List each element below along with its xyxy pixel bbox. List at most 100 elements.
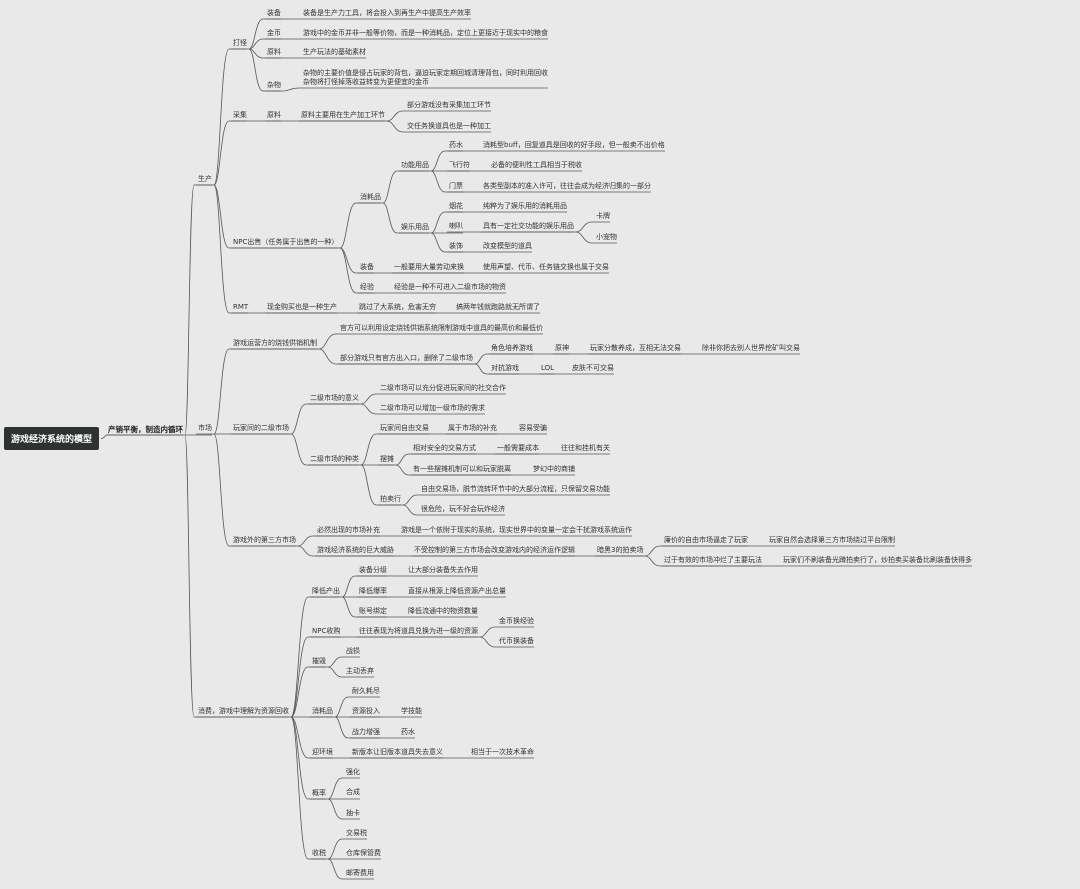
node-npc-ticket[interactable]: 门票 <box>449 182 463 190</box>
node-gather[interactable]: 采集 <box>233 111 247 119</box>
node-tax-b1[interactable]: 交易税 <box>346 829 367 837</box>
node-npc-card[interactable]: 卡牌 <box>596 212 610 220</box>
node-third-auction[interactable]: 暗黑3的拍卖场 <box>597 546 644 554</box>
node-npc-buy-desc[interactable]: 往往表现为将道具兑换为进一级的资源 <box>359 627 478 635</box>
node-official-pvp[interactable]: 对抗游戏 <box>491 364 519 372</box>
node-secondary-meaning1[interactable]: 二级市场可以充分促进玩家间的社交合作 <box>380 384 506 392</box>
node-secondary-meaning2[interactable]: 二级市场可以增加一级市场的需求 <box>380 404 485 412</box>
node-secondary-free-desc2[interactable]: 容易受骗 <box>519 424 547 432</box>
node-official-line1[interactable]: 官方可以利用设定烧钱供销系统限制游戏中道具的最高价和最低价 <box>340 324 543 332</box>
node-new-env[interactable]: 迎环境 <box>312 748 333 756</box>
node-drop-gold[interactable]: 金币 <box>267 29 281 37</box>
node-gather-material[interactable]: 原料 <box>267 111 281 119</box>
node-secondary-stall[interactable]: 摆摊 <box>380 455 394 463</box>
node-new-env-desc[interactable]: 新版本让旧版本道具失去意义 <box>352 748 443 756</box>
node-npc-firework-desc[interactable]: 纯粹为了娱乐用的消耗用品 <box>483 202 567 210</box>
node-secondary[interactable]: 玩家间的二级市场 <box>233 424 289 432</box>
node-reduce-grade[interactable]: 装备分级 <box>359 566 387 574</box>
node-reduce-bind[interactable]: 账号绑定 <box>359 607 387 615</box>
node-reduce-bind-desc[interactable]: 降低流通中的物资数量 <box>408 607 478 615</box>
node-official-lol-desc[interactable]: 皮肤不可交易 <box>572 364 614 372</box>
node-drop-material[interactable]: 原料 <box>267 48 281 56</box>
node-consumable[interactable]: 消耗品 <box>312 707 333 715</box>
node-rmt[interactable]: RMT <box>233 303 249 311</box>
node-npc-entertainment[interactable]: 娱乐用品 <box>401 223 429 231</box>
node-destroy[interactable]: 摧毁 <box>312 657 326 665</box>
node-gather-material-desc[interactable]: 原料主要用在生产加工环节 <box>301 111 385 119</box>
node-destroy-b2[interactable]: 主动丢弃 <box>346 667 374 675</box>
node-npc-exp-desc[interactable]: 经验是一种不可进入二级市场的物资 <box>394 283 506 291</box>
node-npc-buy-b2[interactable]: 代币换装备 <box>499 637 534 645</box>
node-consumption[interactable]: 消费，游戏中理解为资源回收 <box>198 707 289 715</box>
node-npc[interactable]: NPC出售（任务属于出售的一种） <box>233 238 339 246</box>
node-consumable-b1[interactable]: 耐久耗尽 <box>352 687 380 695</box>
node-drop-junk-desc[interactable]: 杂物的主要价值是侵占玩家的背包，逼迫玩家定期回城清理背包，同时利用回收 杂物将打… <box>303 69 548 86</box>
node-official-rpg[interactable]: 角色培养游戏 <box>491 344 533 352</box>
node-secondary-auction2[interactable]: 很危险，玩不好会玩炸经济 <box>421 505 505 513</box>
node-npc-buy-b1[interactable]: 金币换经验 <box>499 617 534 625</box>
node-secondary-stall1b[interactable]: 一般需要成本 <box>497 444 539 452</box>
node-secondary-stall1[interactable]: 相对安全的交易方式 <box>413 444 476 452</box>
node-consumable-b2[interactable]: 资源投入 <box>352 707 380 715</box>
node-drop-equip[interactable]: 装备 <box>267 9 281 17</box>
node-gather-note2[interactable]: 交任务换道具也是一种加工 <box>407 122 491 130</box>
node-market[interactable]: 市场 <box>198 424 212 432</box>
node-consumable-b2b[interactable]: 学技能 <box>401 707 422 715</box>
node-npc-ticket-desc[interactable]: 各类型副本的准入许可，往往会成为经济归集的一部分 <box>483 182 651 190</box>
node-prob[interactable]: 概率 <box>312 789 326 797</box>
node-official[interactable]: 游戏运营方的烧钱供销机制 <box>233 339 317 347</box>
node-npc-firework[interactable]: 烟花 <box>449 202 463 210</box>
node-third-line1[interactable]: 必然出现的市场补充 <box>317 526 380 534</box>
node-third-auction2b[interactable]: 玩家们不刷装备光蹲拍卖行了，炒拍卖买装备比刷装备快得多 <box>783 556 972 564</box>
node-npc-horn[interactable]: 喇叭 <box>449 222 463 230</box>
node-prob-b2[interactable]: 合成 <box>346 788 360 796</box>
node-reduce-grade-desc[interactable]: 让大部分装备失去作用 <box>408 566 478 574</box>
node-npc-buy[interactable]: NPC收购 <box>312 627 341 635</box>
node-third[interactable]: 游戏外的第三方市场 <box>233 536 296 544</box>
node-npc-horn-desc[interactable]: 具有一定社交功能的娱乐用品 <box>483 222 574 230</box>
node-third-auction1[interactable]: 廉价的自由市场逼走了玩家 <box>664 536 748 544</box>
node-npc-decoration[interactable]: 装饰 <box>449 242 463 250</box>
node-secondary-stall1c[interactable]: 往往和挂机有关 <box>561 444 610 452</box>
node-secondary-stall2b[interactable]: 梦幻中的商铺 <box>533 465 575 473</box>
node-npc-equip[interactable]: 装备 <box>360 263 374 271</box>
branch-root-label[interactable]: 产销平衡，制造内循环 <box>108 425 183 434</box>
node-third-line2[interactable]: 游戏经济系统的巨大威胁 <box>317 546 394 554</box>
node-rmt-desc[interactable]: 现金购买也是一种生产 <box>267 303 337 311</box>
node-gather-note1[interactable]: 部分游戏没有采集加工环节 <box>407 101 491 109</box>
node-drop-gold-desc[interactable]: 游戏中的金币并非一般等价物，而是一种消耗品，定位上更接近于现实中的粮食 <box>303 29 548 37</box>
node-npc-consumable[interactable]: 消耗品 <box>360 193 381 201</box>
node-npc-functional[interactable]: 功能用品 <box>401 161 429 169</box>
node-official-line2[interactable]: 部分游戏只有官方出入口，删除了二级市场 <box>340 354 473 362</box>
node-npc-pet[interactable]: 小宠物 <box>596 233 617 241</box>
node-secondary-auction1[interactable]: 自由交易场，脱节流转环节中的大部分流程，只保留交易功能 <box>421 485 610 493</box>
node-official-lol[interactable]: LOL <box>541 364 555 372</box>
node-secondary-free[interactable]: 玩家间自由交易 <box>380 424 429 432</box>
node-third-line1b[interactable]: 游戏是一个依附于现实的系统，现实世界中的变量一定会干扰游戏系统运作 <box>401 526 632 534</box>
node-secondary-stall2[interactable]: 有一些摆摊机制可以和玩家脱离 <box>413 465 511 473</box>
node-reduce[interactable]: 降低产出 <box>312 587 340 595</box>
node-npc-exp[interactable]: 经验 <box>360 283 374 291</box>
node-tax[interactable]: 收税 <box>312 849 326 857</box>
node-secondary-auction[interactable]: 拍卖行 <box>380 495 401 503</box>
node-third-auction2[interactable]: 过于有效的市场冲烂了主要玩法 <box>664 556 762 564</box>
node-third-line2b[interactable]: 不受控制的第三方市场会改变游戏内的经济运作逻辑 <box>414 546 575 554</box>
node-tax-b2[interactable]: 仓库保管费 <box>346 849 381 857</box>
node-official-genshin-desc2[interactable]: 除非你把去别人世界挖矿叫交易 <box>702 344 800 352</box>
node-npc-equip-desc[interactable]: 一般要用大量劳动来换 <box>394 263 464 271</box>
node-rmt-desc3[interactable]: 搞两年钱就跑路就无所谓了 <box>456 303 540 311</box>
node-consumable-b3b[interactable]: 药水 <box>401 728 415 736</box>
node-reduce-drop[interactable]: 降低爆率 <box>359 587 387 595</box>
root-node[interactable]: 游戏经济系统的模型 <box>4 427 100 450</box>
node-destroy-b1[interactable]: 战损 <box>346 647 360 655</box>
node-official-genshin-desc[interactable]: 玩家分散养成，互相无法交易 <box>590 344 681 352</box>
node-tax-b3[interactable]: 邮寄费用 <box>346 869 374 877</box>
node-secondary-free-desc[interactable]: 属于市场的补充 <box>448 424 497 432</box>
node-npc-potion-desc[interactable]: 消耗型buff，回复道具是回收的好手段，但一般卖不出价格 <box>483 141 665 149</box>
node-production[interactable]: 生产 <box>198 175 212 183</box>
node-drop[interactable]: 打怪 <box>233 39 247 47</box>
node-drop-junk[interactable]: 杂物 <box>267 81 281 89</box>
node-rmt-desc2[interactable]: 跳过了大系统，危害无穷 <box>359 303 436 311</box>
node-new-env-desc2[interactable]: 相当于一次技术革命 <box>471 748 534 756</box>
node-prob-b3[interactable]: 抽卡 <box>346 809 360 817</box>
